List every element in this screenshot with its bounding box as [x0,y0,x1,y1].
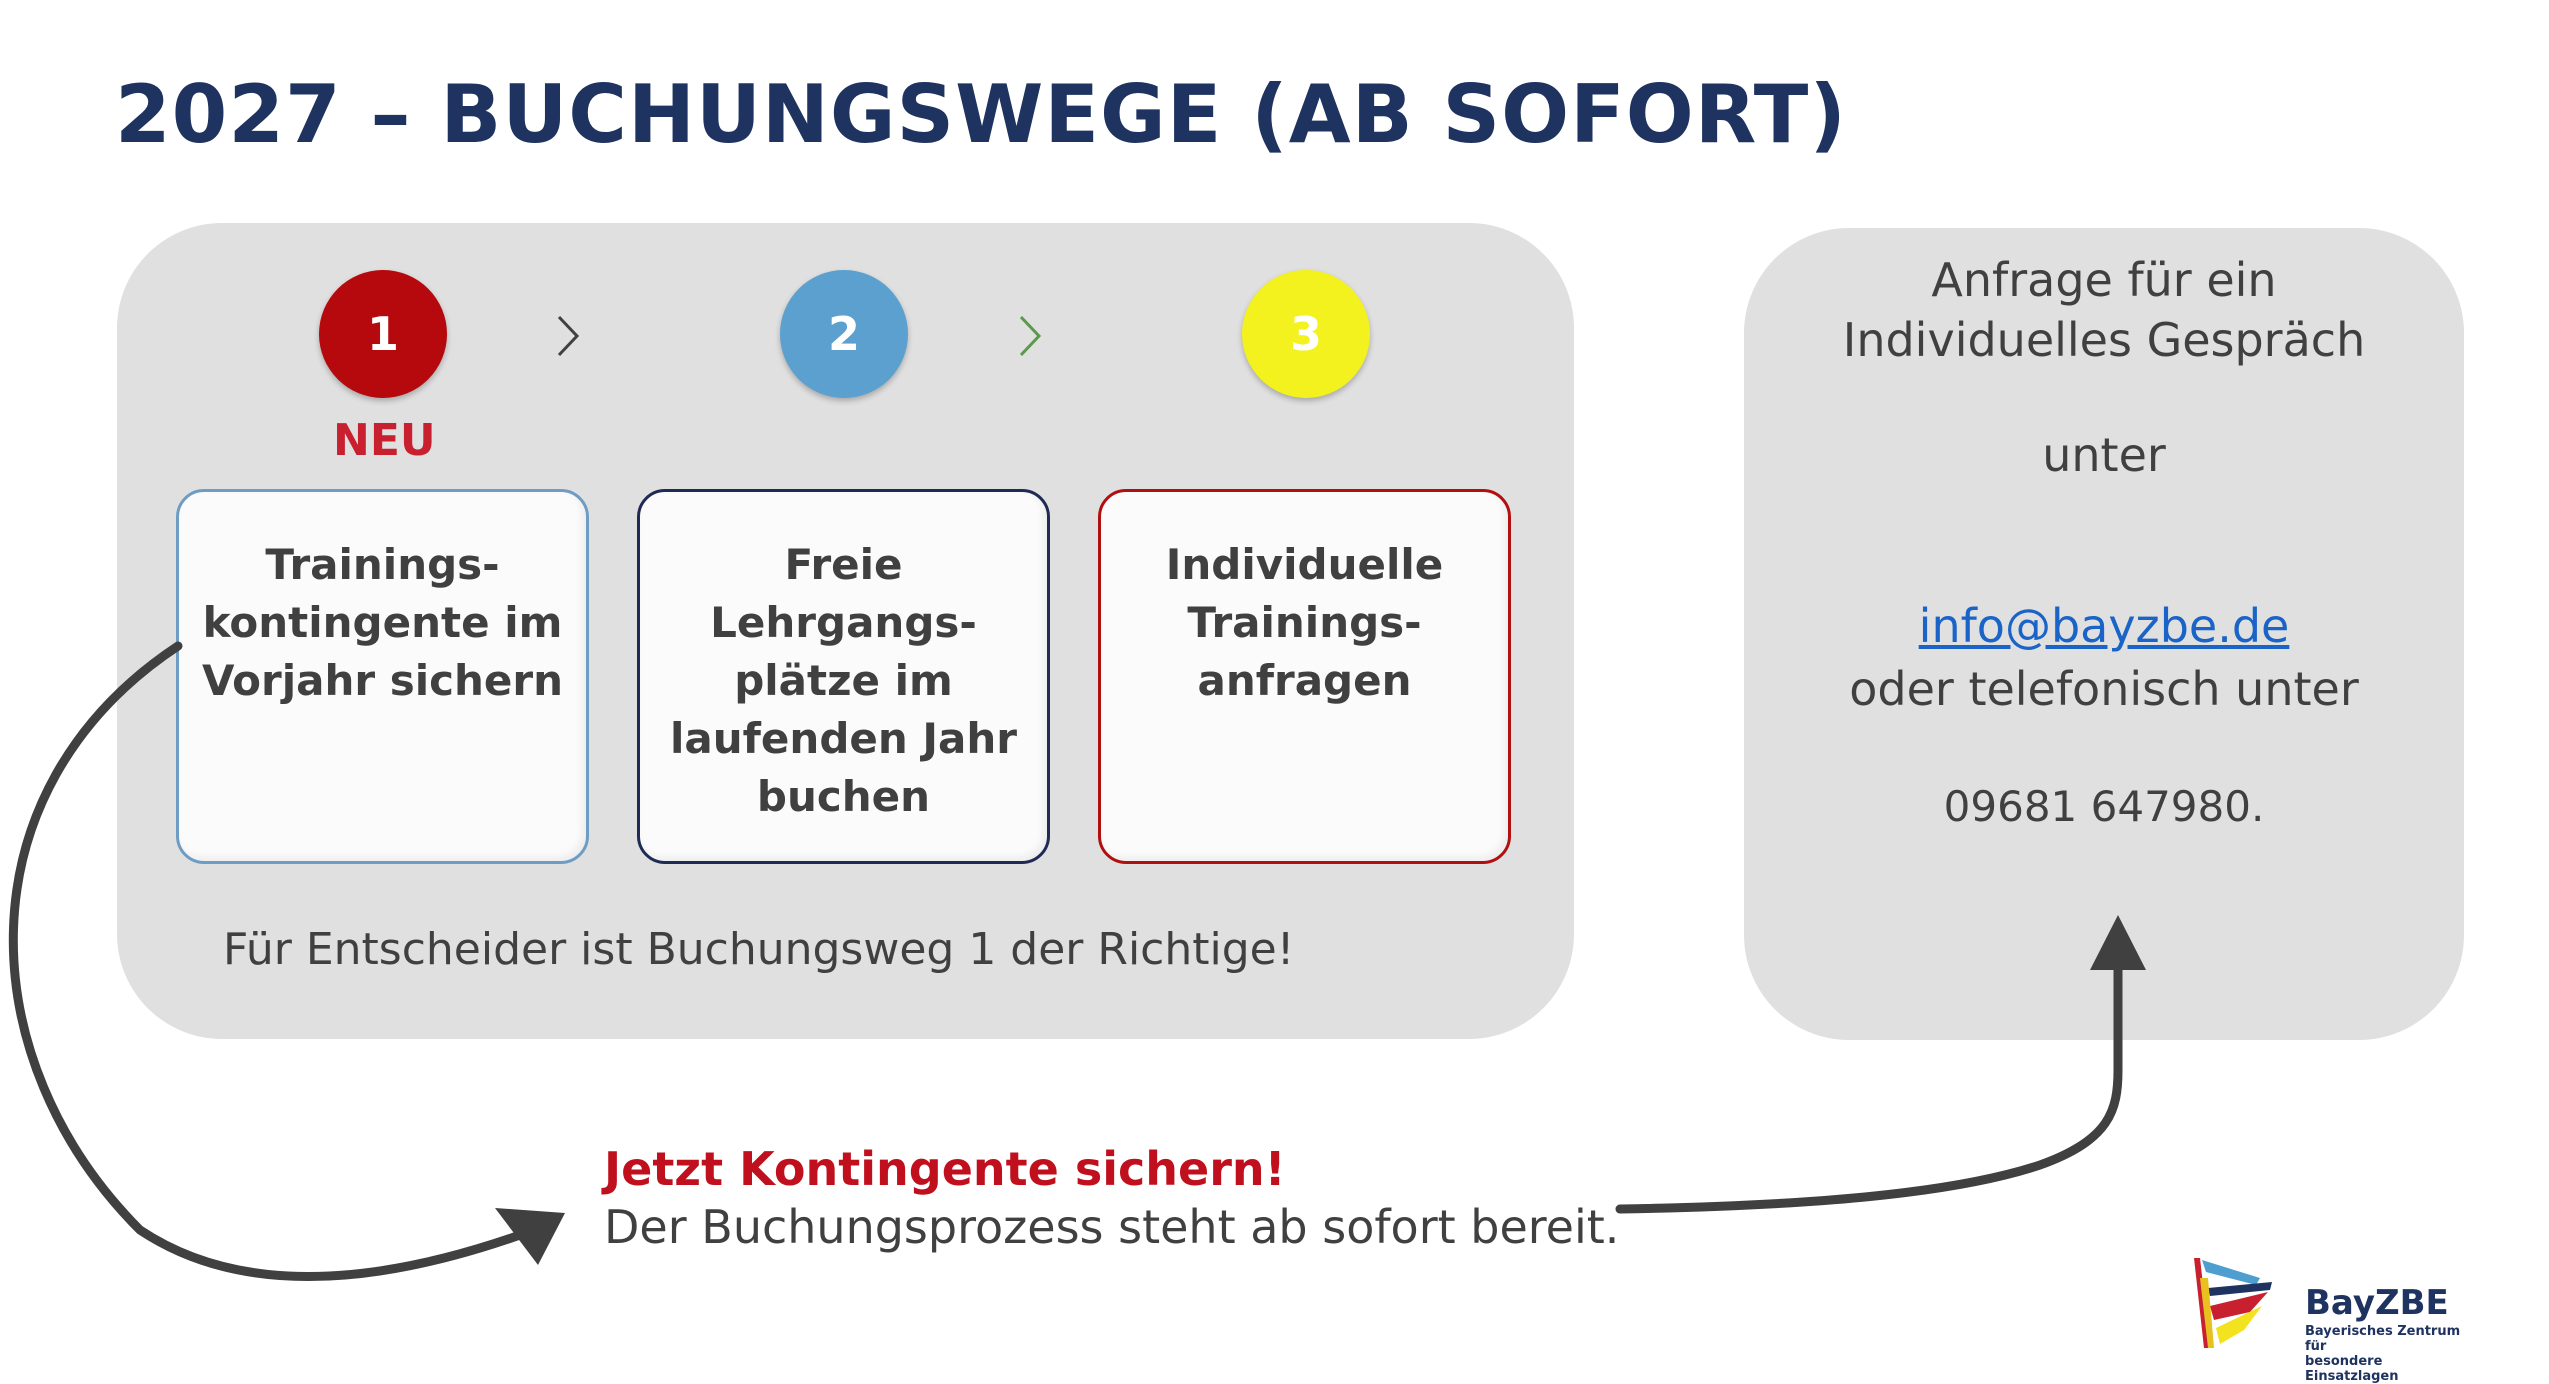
step-3-card: Individuelle Trainings- anfragen [1098,489,1511,864]
up-arrow-line [1615,960,2123,1214]
step-3-text: Individuelle Trainings- anfragen [1165,540,1444,705]
step-1-number: 1 [366,307,399,361]
bayzbe-logo [2194,1258,2272,1348]
new-badge: NEU [333,415,436,466]
contact-unter: unter [2042,428,2166,482]
step-1-text: Trainings- kontingente im Vorjahr sicher… [201,540,564,705]
step-2-number: 2 [827,307,860,361]
contact-email-wrap: info@bayzbe.de [1744,545,2464,653]
curved-arrow-line [8,641,525,1282]
page-title: 2027 – BUCHUNGSWEGE (AB SOFORT) [115,68,1847,161]
cta-subline: Der Buchungsprozess steht ab sofort bere… [604,1200,1620,1254]
contact-phone-intro: oder telefonisch unter [1849,662,2359,716]
step-2-circle: 2 [780,270,908,398]
contact-phone: 09681 647980. [1943,782,2265,831]
contact-heading: Anfrage für ein Individuelles Gespräch [1842,253,2366,367]
chevron-right-icon [557,315,580,357]
step-1-circle: 1 [319,270,447,398]
chevron-right-icon [1019,315,1042,357]
step-2-card: Freie Lehrgangs- plätze im laufenden Jah… [637,489,1050,864]
up-arrow-head-icon [2090,915,2146,970]
panel-note: Für Entscheider ist Buchungsweg 1 der Ri… [223,924,1295,975]
cta-headline: Jetzt Kontingente sichern! [604,1142,1286,1196]
logo-name: BayZBE [2305,1283,2449,1323]
step-2-text: Freie Lehrgangs- plätze im laufenden Jah… [670,540,1017,821]
step-3-circle: 3 [1242,270,1370,398]
step-1-card: Trainings- kontingente im Vorjahr sicher… [176,489,589,864]
curved-arrow-head-icon [495,1208,565,1265]
contact-panel [1744,228,2464,1040]
step-3-number: 3 [1289,307,1322,361]
email-link[interactable]: info@bayzbe.de [1918,599,2290,653]
logo-subtitle: Bayerisches Zentrum für besondere Einsat… [2305,1324,2461,1384]
